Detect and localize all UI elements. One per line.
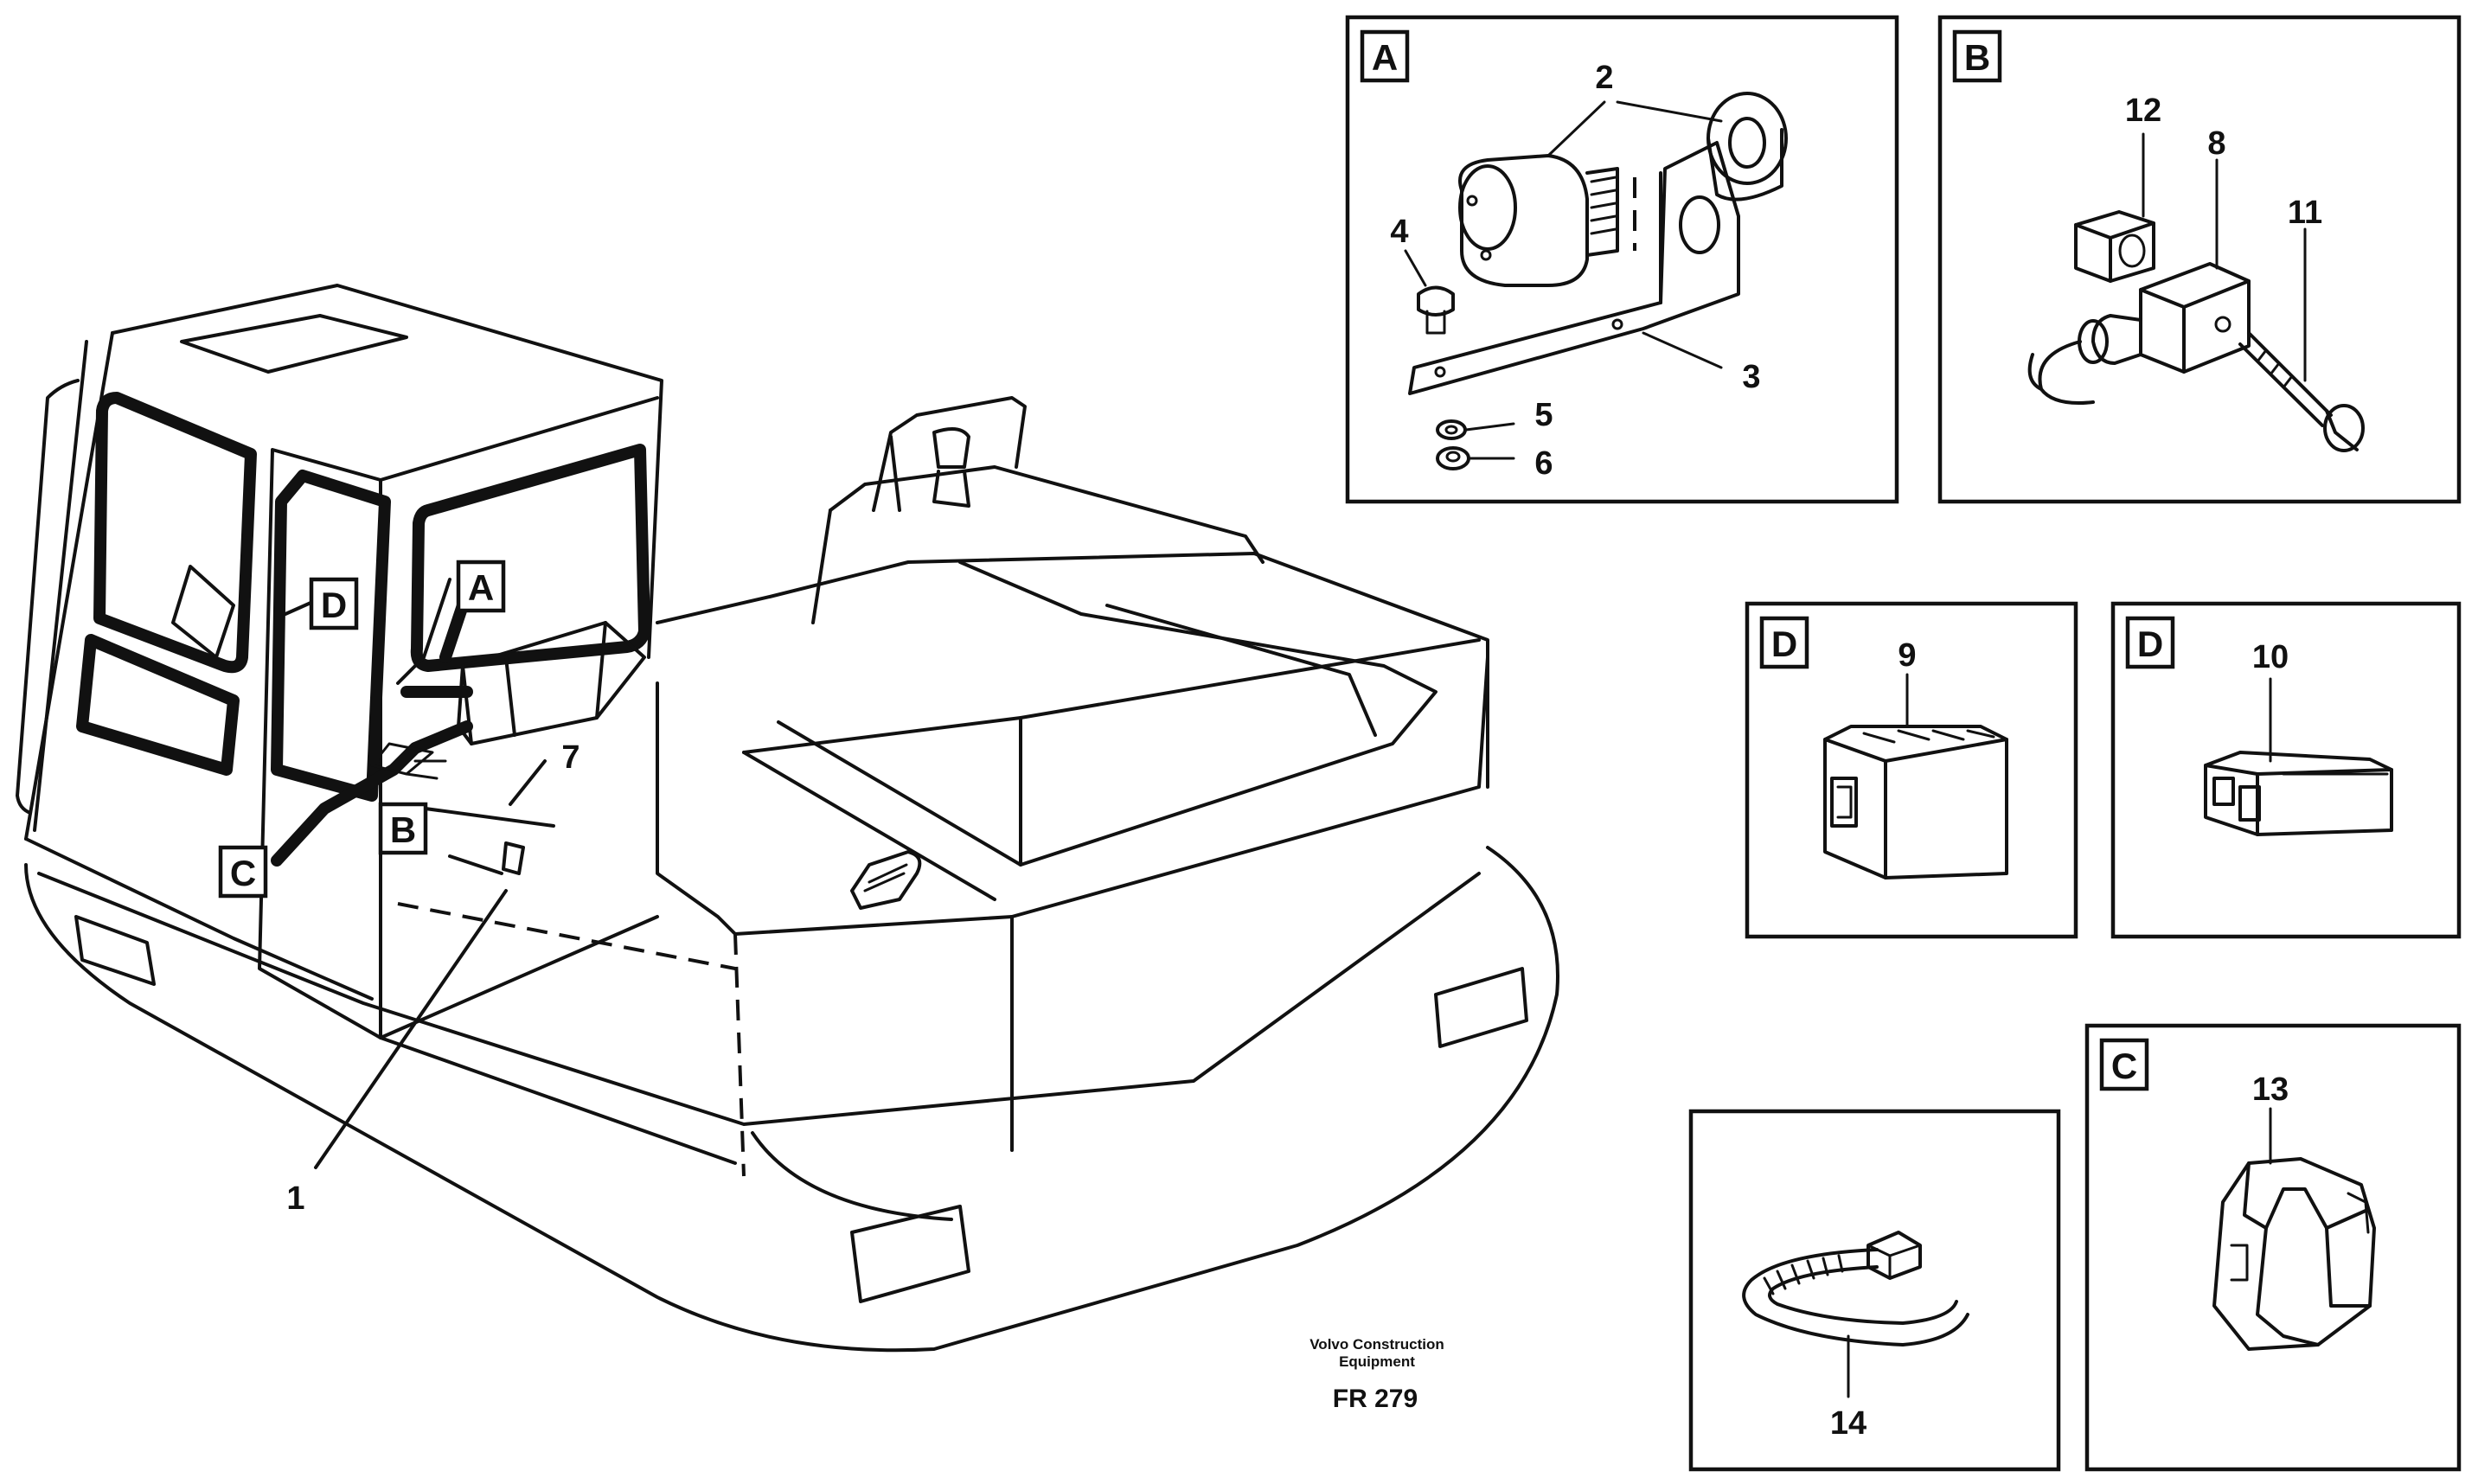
view-tag-d-marker: D [309, 577, 359, 630]
callout-11: 11 [2288, 195, 2322, 231]
relay-part-9 [1823, 725, 2008, 880]
detail-d-fuse-tag: D [2137, 624, 2163, 664]
detail-view-a: A [1345, 15, 1899, 504]
callout-6: 6 [1534, 445, 1553, 482]
figure-code: FR 279 [1333, 1385, 1418, 1413]
callout-7: 7 [561, 739, 579, 776]
callout-12: 12 [2125, 93, 2161, 129]
callout-3: 3 [1742, 359, 1760, 395]
cab [16, 284, 663, 1039]
washer-part-5 [1436, 419, 1467, 440]
view-tag-c-marker: C [218, 845, 268, 899]
engine-hood [656, 396, 1489, 910]
callout-1: 1 [286, 1180, 304, 1217]
detail-view-cable-tie: 14 [1688, 1109, 2061, 1472]
detail-c-tag: C [2111, 1046, 2137, 1086]
excavator-upper-structure [16, 284, 1559, 1353]
callout-14: 14 [1830, 1405, 1867, 1442]
view-tag-b-label: B [390, 809, 416, 850]
detail-a-frame [1345, 15, 1899, 504]
detail-b-frame [1937, 15, 2462, 504]
detail-d-fuse-frame [2110, 601, 2462, 939]
holder-part-13 [2212, 1157, 2376, 1351]
callout-2: 2 [1595, 60, 1613, 96]
callout-5: 5 [1534, 397, 1553, 433]
control-unit-box [457, 621, 646, 745]
detail-a-tag: A [1372, 37, 1398, 78]
detail-view-d-fuse: D 10 [2110, 601, 2462, 939]
sensor-part-2 [1458, 92, 1788, 287]
fuse-part-10 [2204, 751, 2393, 836]
detail-d-relay-frame [1745, 601, 2078, 939]
bolt-part-11 [2238, 331, 2365, 452]
view-tag-a-marker: A [456, 560, 506, 613]
callout-8: 8 [2207, 125, 2225, 162]
detail-b-tag: B [1964, 37, 1990, 78]
cable-tie-part-14 [1742, 1231, 1969, 1346]
callout-9: 9 [1898, 637, 1916, 674]
caption-maker-line-1: Volvo Construction [1309, 1336, 1444, 1353]
detail-view-d-relay: D 9 [1745, 601, 2078, 939]
callout-10: 10 [2252, 639, 2289, 675]
callout-4: 4 [1390, 214, 1408, 250]
detail-c-frame [2084, 1023, 2462, 1472]
drawing-caption: Volvo Construction Equipment FR 279 [1309, 1336, 1444, 1413]
detail-d-relay-tag: D [1771, 624, 1797, 664]
caption-maker-line-2: Equipment [1339, 1353, 1415, 1370]
bracket-part-3 [1408, 141, 1740, 395]
view-tag-c-label: C [230, 853, 256, 893]
detail-view-c: C 13 [2084, 1023, 2462, 1472]
clamp-part-12 [2074, 210, 2155, 283]
view-tag-d-label: D [321, 585, 347, 625]
connector-part-8 [2027, 262, 2251, 405]
screw-part-4 [1417, 285, 1455, 335]
callout-13: 13 [2252, 1071, 2289, 1108]
detail-cable-tie-frame [1688, 1109, 2061, 1472]
view-tag-a-label: A [468, 567, 494, 608]
detail-view-b: B 12 8 11 [1937, 15, 2462, 504]
view-tag-b-marker: B [378, 802, 428, 855]
